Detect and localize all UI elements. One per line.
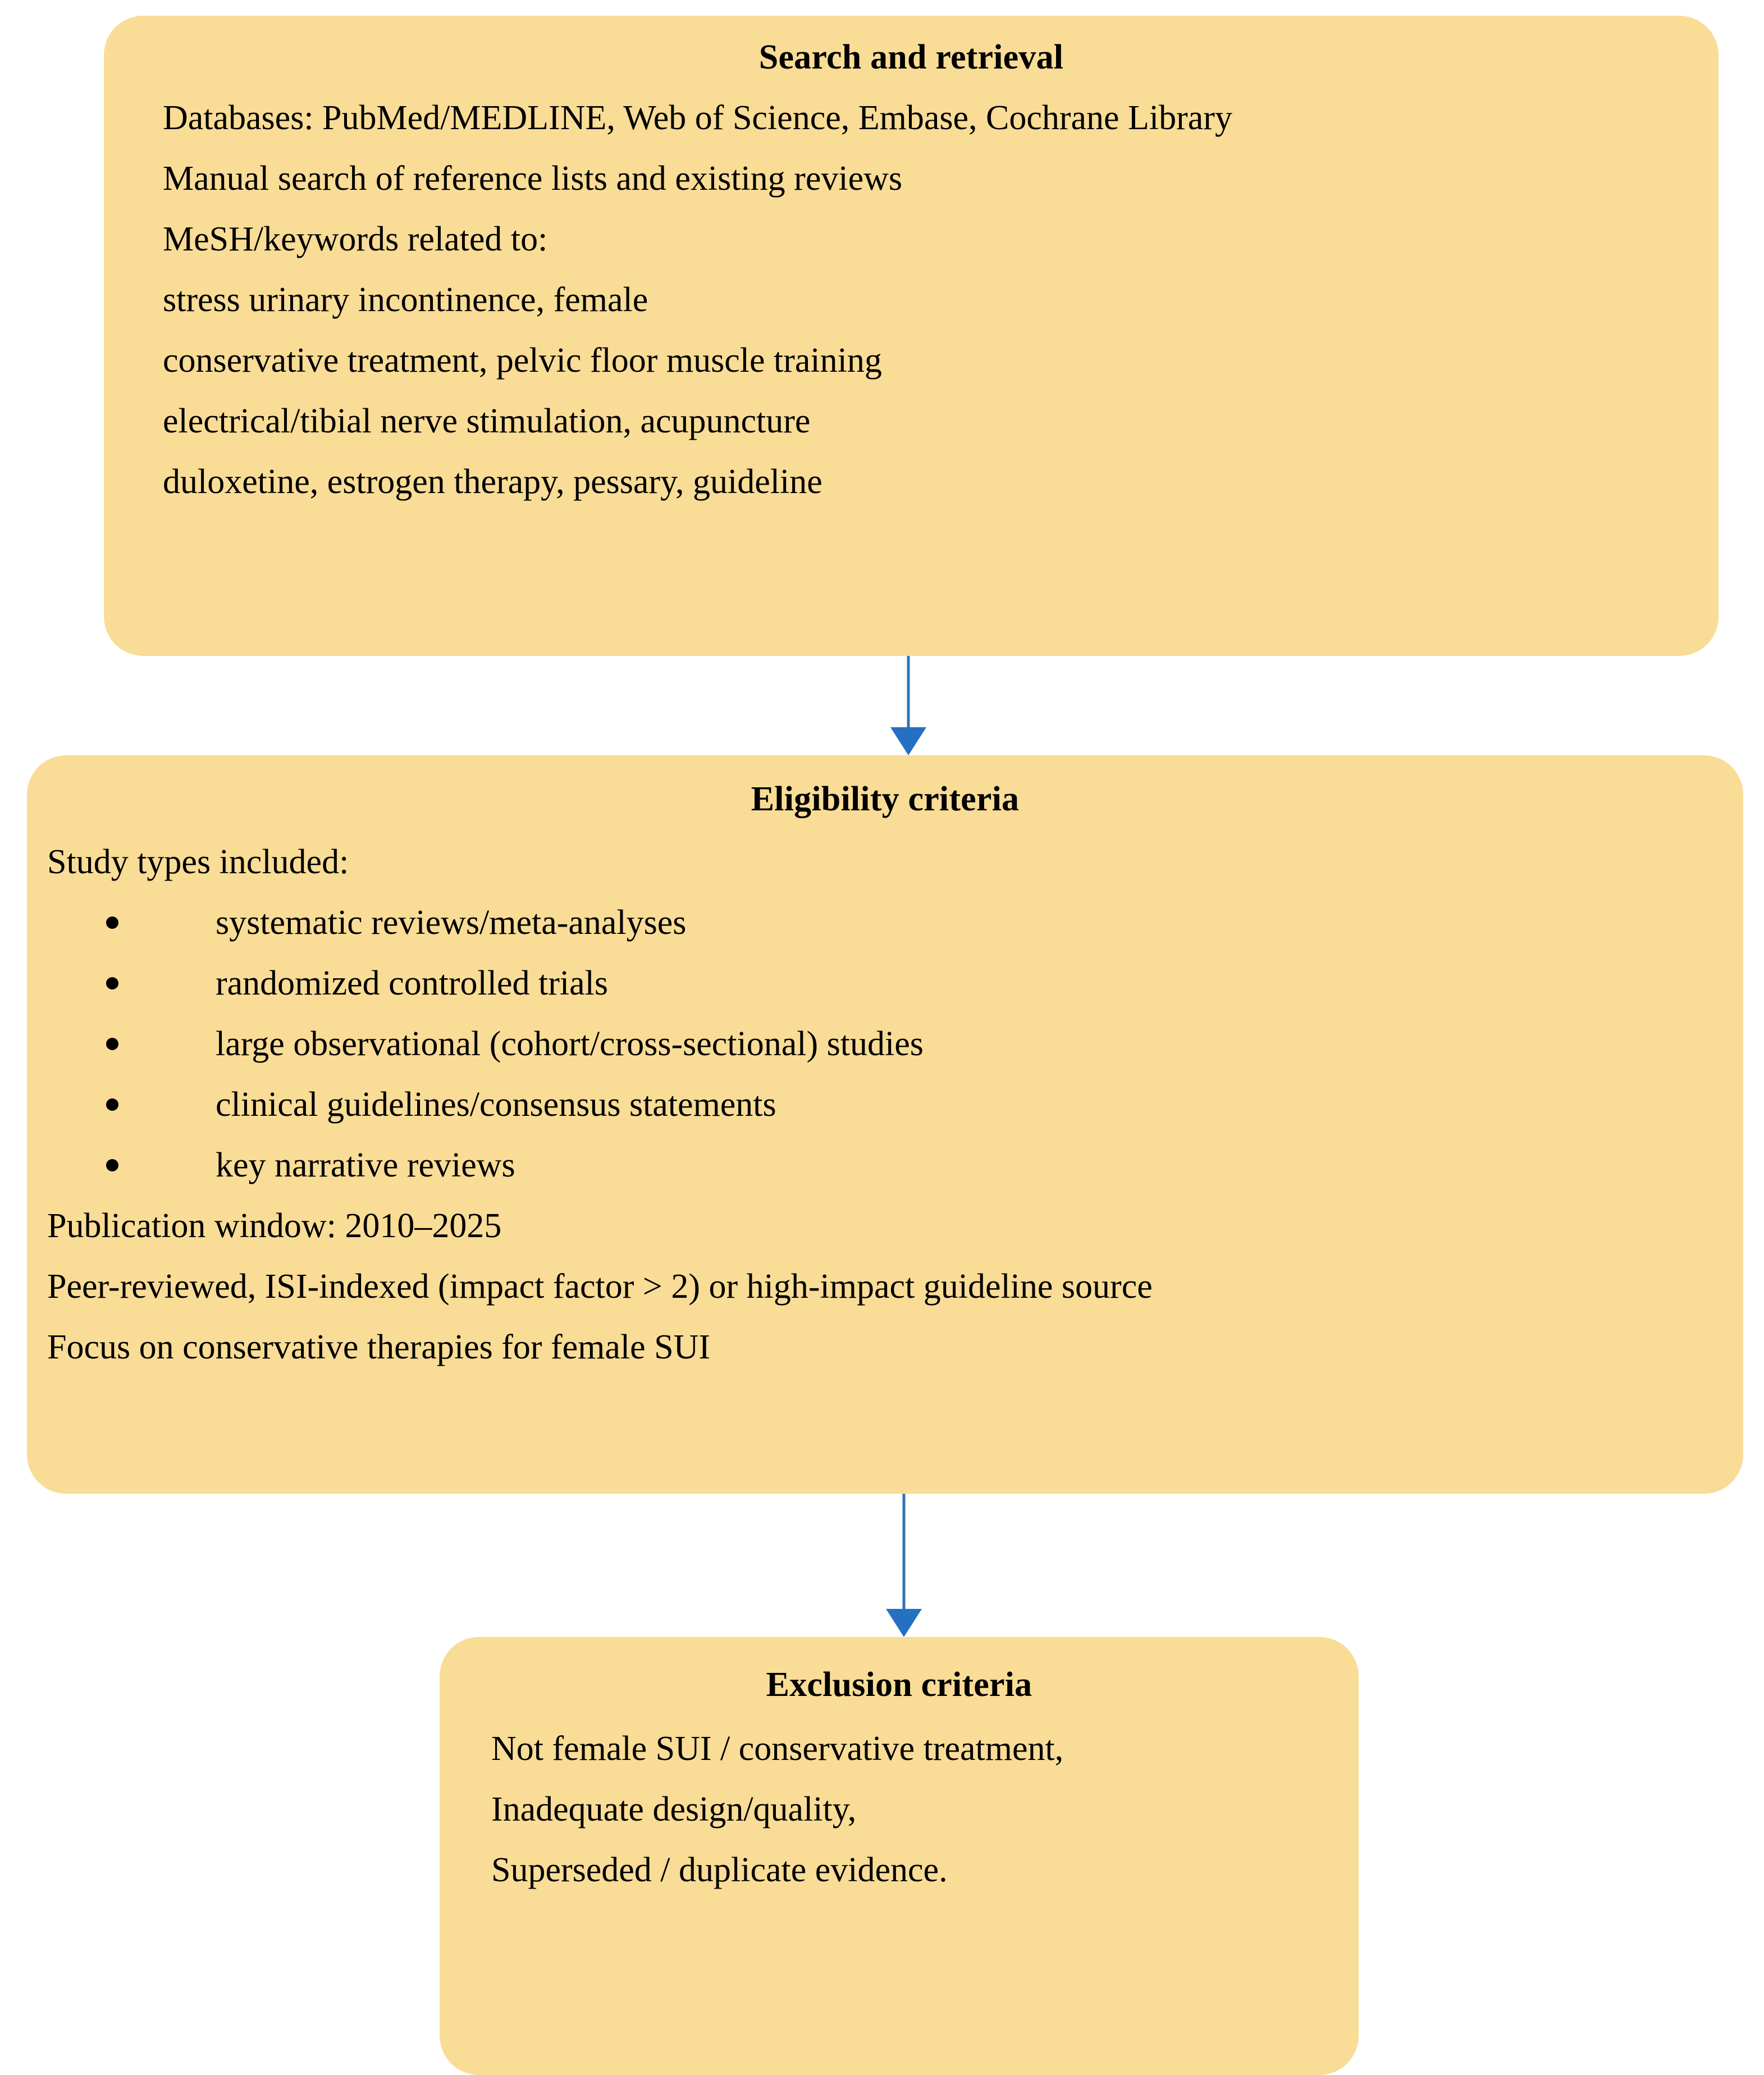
list-item-label: large observational (cohort/cross-sectio…	[216, 1025, 924, 1063]
list-item: key narrative reviews	[47, 1148, 1743, 1183]
eligibility-line: Peer-reviewed, ISI-indexed (impact facto…	[47, 1267, 1153, 1306]
list-item-label: clinical guidelines/consensus statements	[216, 1086, 776, 1124]
search-line: Databases: PubMed/MEDLINE, Web of Scienc…	[163, 99, 1232, 137]
bullet-dot-icon	[106, 916, 118, 929]
exclusion-criteria-box: Exclusion criteria Not female SUI / cons…	[440, 1637, 1359, 2075]
search-line: stress urinary incontinence, female	[163, 281, 648, 319]
arrow-eligibility-to-exclusion	[884, 1494, 924, 1637]
search-line: duloxetine, estrogen therapy, pessary, g…	[163, 463, 822, 501]
eligibility-intro: Study types included:	[47, 843, 349, 881]
bullet-dot-icon	[106, 1159, 118, 1171]
study-types-list: systematic reviews/meta-analyses randomi…	[47, 905, 1743, 1183]
eligibility-criteria-box: Eligibility criteria Study types include…	[27, 755, 1743, 1494]
arrow-shaft	[907, 656, 910, 727]
exclusion-line: Superseded / duplicate evidence.	[491, 1851, 948, 1889]
search-line: MeSH/keywords related to:	[163, 220, 548, 258]
exclusion-line: Inadequate design/quality,	[491, 1790, 857, 1828]
search-line: electrical/tibial nerve stimulation, acu…	[163, 402, 811, 440]
search-and-retrieval-title: Search and retrieval	[758, 38, 1064, 76]
list-item: randomized controlled trials	[47, 966, 1743, 1001]
bullet-dot-icon	[106, 977, 118, 989]
exclusion-criteria-lines: Not female SUI / conservative treatment,…	[440, 1731, 1359, 1887]
list-item: large observational (cohort/cross-sectio…	[47, 1027, 1743, 1061]
search-line: conservative treatment, pelvic floor mus…	[163, 341, 882, 380]
arrow-shaft	[902, 1494, 906, 1609]
exclusion-criteria-title: Exclusion criteria	[766, 1666, 1032, 1704]
arrow-head-icon	[890, 727, 926, 755]
search-and-retrieval-box: Search and retrieval Databases: PubMed/M…	[104, 16, 1719, 656]
list-item: systematic reviews/meta-analyses	[47, 905, 1743, 940]
search-and-retrieval-lines: Databases: PubMed/MEDLINE, Web of Scienc…	[104, 101, 1719, 499]
bullet-dot-icon	[106, 1038, 118, 1050]
eligibility-line: Publication window: 2010–2025	[47, 1207, 502, 1245]
list-item: clinical guidelines/consensus statements	[47, 1087, 1743, 1122]
eligibility-criteria-lines: Study types included: systematic reviews…	[27, 845, 1743, 1365]
eligibility-criteria-title: Eligibility criteria	[751, 780, 1020, 818]
bullet-dot-icon	[106, 1098, 118, 1111]
list-item-label: randomized controlled trials	[216, 964, 608, 1002]
exclusion-line: Not female SUI / conservative treatment,	[491, 1730, 1064, 1768]
arrow-head-icon	[886, 1609, 922, 1637]
list-item-label: key narrative reviews	[216, 1146, 515, 1184]
list-item-label: systematic reviews/meta-analyses	[216, 904, 687, 942]
arrow-search-to-eligibility	[889, 656, 928, 755]
search-line: Manual search of reference lists and exi…	[163, 159, 902, 198]
eligibility-line: Focus on conservative therapies for fema…	[47, 1328, 711, 1366]
